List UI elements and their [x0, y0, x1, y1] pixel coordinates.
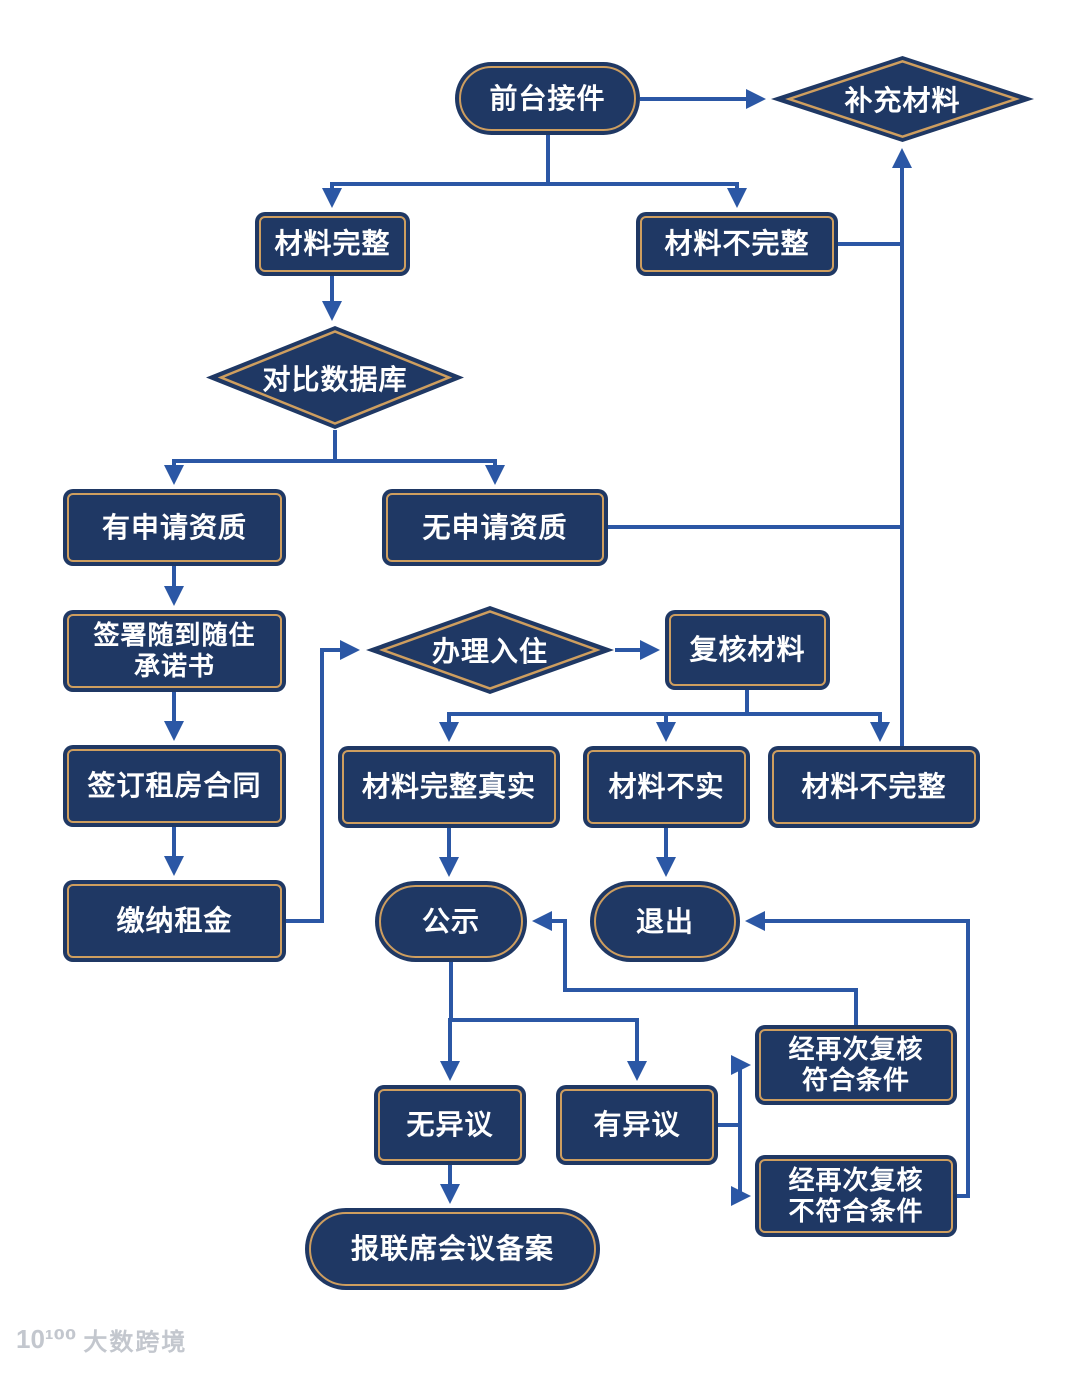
node-materials-untrue-label: 材料不实 [608, 771, 725, 803]
node-report-joint-meeting-label: 报联席会议备案 [350, 1233, 554, 1265]
node-review-materials: 复核材料 [669, 614, 826, 686]
node-supplement-materials-label: 补充材料 [844, 85, 961, 116]
supplement-diamond-shape [771, 56, 1034, 142]
node-materials-incomplete-first: 材料不完整 [640, 216, 834, 272]
watermark-logo: 10¹⁰⁰ [16, 1324, 77, 1354]
node-recheck-qualified-label: 经再次复核 符合条件 [788, 1033, 924, 1095]
edge-compare-db-to-qualified [164, 430, 337, 485]
node-no-objection: 无异议 [378, 1089, 522, 1161]
node-front-desk-intake-label: 前台接件 [489, 82, 606, 114]
edge-rent-to-check-in [286, 640, 360, 923]
node-materials-complete-true: 材料完整真实 [342, 750, 556, 824]
node-materials-complete-true-label: 材料完整真实 [361, 771, 536, 803]
node-recheck-unqualified-label: 经再次复核 不符合条件 [788, 1164, 924, 1226]
edge-review-to-incomplete2 [747, 712, 890, 742]
node-recheck-qualified: 经再次复核 符合条件 [759, 1029, 953, 1101]
node-supplement-materials: 补充材料 [770, 55, 1035, 143]
node-check-in-label: 办理入住 [431, 636, 548, 667]
node-has-objection-label: 有异议 [593, 1109, 681, 1141]
edge-front-desk-to-complete [322, 135, 550, 208]
check-in-diamond-shape [366, 606, 614, 694]
edge-recheck-pass-to-publicity [532, 911, 858, 1025]
node-materials-complete-label: 材料完整 [274, 228, 391, 260]
node-materials-incomplete-second: 材料不完整 [772, 750, 976, 824]
node-has-objection: 有异议 [560, 1089, 714, 1161]
edge-front-desk-to-incomplete [548, 182, 747, 208]
node-review-materials-label: 复核材料 [689, 634, 806, 666]
node-publicity-label: 公示 [421, 905, 480, 937]
watermark-text: 大数跨境 [83, 1329, 188, 1356]
node-materials-complete: 材料完整 [259, 216, 406, 272]
node-check-in: 办理入住 [365, 605, 615, 695]
node-no-objection-label: 无异议 [406, 1109, 494, 1141]
node-report-joint-meeting: 报联席会议备案 [309, 1212, 596, 1286]
node-publicity: 公示 [379, 885, 523, 958]
node-materials-incomplete-first-label: 材料不完整 [664, 228, 810, 260]
edge-compare-db-to-unqualified [335, 459, 505, 485]
node-recheck-unqualified: 经再次复核 不符合条件 [759, 1159, 953, 1233]
edge-publicity-to-no-objection [440, 962, 460, 1081]
node-no-qualification-label: 无申请资质 [422, 511, 568, 543]
node-pay-rent: 缴纳租金 [67, 884, 282, 958]
node-sign-commitment: 签署随到随住 承诺书 [67, 614, 282, 688]
edge-objection-to-recheck-fail [731, 1125, 751, 1206]
node-materials-incomplete-second-label: 材料不完整 [801, 771, 947, 803]
node-exit-label: 退出 [635, 905, 694, 937]
node-has-qualification-label: 有申请资质 [101, 511, 247, 543]
node-no-qualification: 无申请资质 [386, 493, 604, 562]
node-exit: 退出 [594, 885, 736, 958]
node-sign-lease-contract: 签订租房合同 [67, 749, 282, 823]
node-compare-database: 对比数据库 [205, 325, 465, 430]
watermark: 10¹⁰⁰ 大数跨境 [16, 1322, 187, 1357]
node-has-qualification: 有申请资质 [67, 493, 282, 562]
edge-review-to-complete-true [439, 690, 749, 742]
edge-publicity-to-objection [451, 1018, 647, 1081]
node-sign-commitment-label: 签署随到随住 承诺书 [93, 619, 256, 681]
node-materials-untrue: 材料不实 [587, 750, 746, 824]
edge-recheck-fail-to-exit [745, 911, 970, 1198]
edge-objection-to-recheck-pass [718, 1055, 751, 1127]
node-front-desk-intake: 前台接件 [459, 66, 636, 131]
node-compare-database-label: 对比数据库 [262, 363, 408, 395]
compare-database-diamond-shape [206, 326, 464, 429]
node-sign-lease-contract-label: 签订租房合同 [87, 770, 262, 802]
node-pay-rent-label: 缴纳租金 [116, 905, 233, 937]
